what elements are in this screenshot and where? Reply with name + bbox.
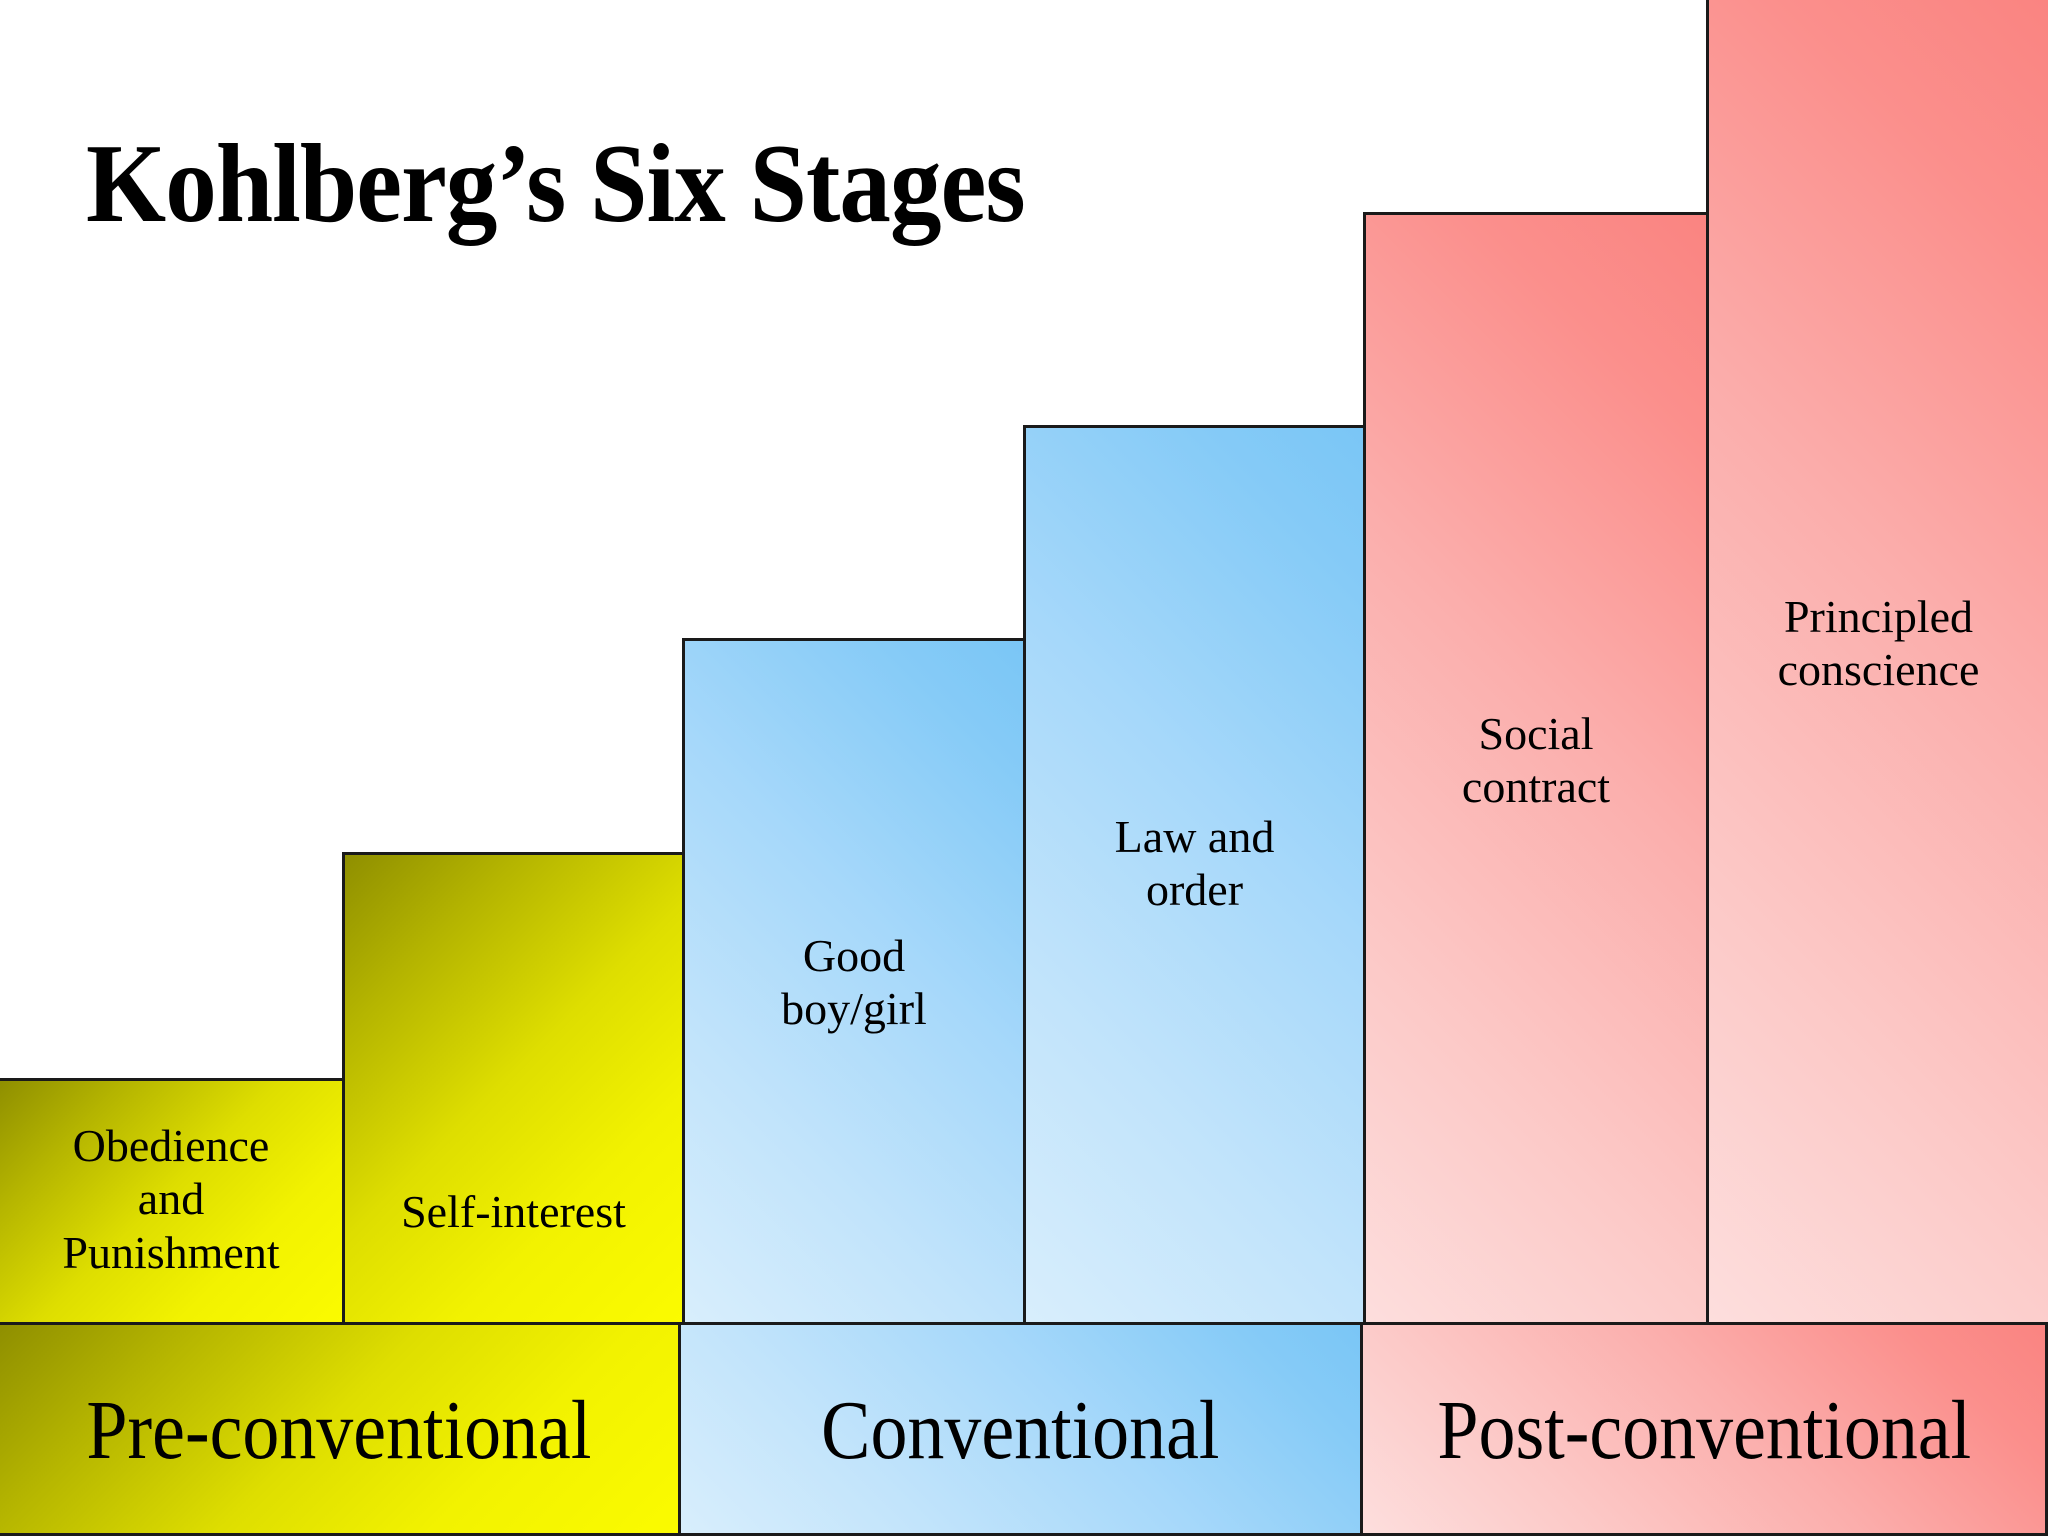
stage-label-2: Self-interest xyxy=(401,1186,626,1237)
stage-label-1: Obedience and Punishment xyxy=(62,1120,280,1278)
level-conventional[interactable]: Conventional xyxy=(678,1322,1363,1536)
level-postconventional[interactable]: Post-conventional xyxy=(1360,1322,2048,1536)
stage-bar-obedience-and-punishment[interactable]: Obedience and Punishment xyxy=(0,1078,345,1326)
stage-label-5: Social contract xyxy=(1461,708,1611,813)
stage-bar-self-interest[interactable]: Self-interest xyxy=(342,852,685,1326)
level-label-3: Post-conventional xyxy=(1437,1384,1971,1477)
page-title: Kohlberg’s Six Stages xyxy=(86,122,1026,246)
stage-label-3: Good boy/girl xyxy=(781,930,927,1035)
stage-label-4: Law and order xyxy=(1114,811,1275,916)
level-band: Pre-conventional Conventional Post-conve… xyxy=(0,1322,2048,1536)
stage-bar-good-boy-girl[interactable]: Good boy/girl xyxy=(682,638,1026,1326)
stage-label-6: Principled conscience xyxy=(1777,591,1980,696)
level-label-2: Conventional xyxy=(821,1384,1220,1477)
level-preconventional[interactable]: Pre-conventional xyxy=(0,1322,681,1536)
stage-bar-principled-conscience[interactable]: Principled conscience xyxy=(1706,0,2048,1326)
stage-bar-social-contract[interactable]: Social contract xyxy=(1363,212,1709,1326)
stage-bar-law-and-order[interactable]: Law and order xyxy=(1023,425,1366,1326)
level-label-1: Pre-conventional xyxy=(86,1384,592,1477)
